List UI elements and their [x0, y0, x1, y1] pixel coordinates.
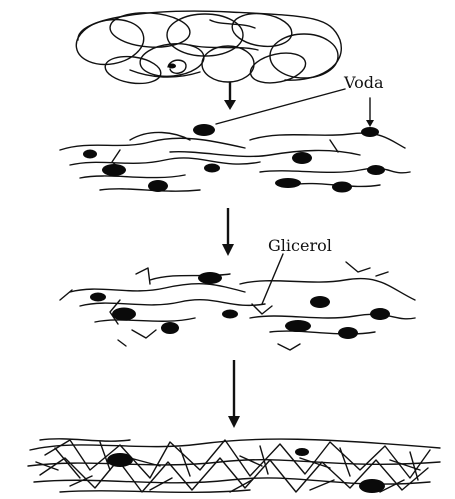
water-molecule	[359, 479, 385, 493]
water-molecule	[112, 308, 136, 321]
water-molecule	[148, 180, 168, 192]
water-molecule	[204, 164, 220, 173]
glycerol-molecule	[278, 344, 300, 350]
glycerol-molecule	[118, 340, 126, 346]
water-molecule	[285, 320, 311, 332]
water-molecule	[161, 322, 179, 334]
granule	[270, 34, 338, 78]
glycerol-label: Glicerol	[268, 236, 332, 255]
glycerol-leader-line	[262, 254, 283, 304]
water-molecule	[332, 182, 352, 193]
water-molecule	[193, 124, 215, 136]
arrow-2	[222, 208, 234, 256]
glycerol-molecule	[346, 262, 370, 272]
water-molecule	[222, 310, 238, 319]
stage-1-granules	[73, 10, 342, 88]
water-molecule	[310, 296, 330, 308]
arrow-1	[224, 82, 236, 110]
water-molecule	[107, 453, 133, 467]
water-leader-lines	[216, 89, 374, 127]
water-molecule	[83, 150, 97, 159]
glycerol-molecule	[376, 272, 388, 276]
outer-coil	[78, 11, 341, 80]
water-label: Voda	[344, 73, 384, 92]
water-molecule	[90, 293, 106, 302]
stage-4-network	[28, 439, 440, 493]
water-molecule	[367, 165, 385, 175]
arrow-3	[228, 360, 240, 428]
water-molecule	[198, 272, 222, 284]
granule	[103, 53, 162, 87]
stage-2-chains	[60, 124, 410, 193]
glycerol-molecule	[136, 268, 150, 284]
water-molecule	[292, 152, 312, 164]
granule	[167, 14, 243, 56]
stage-3-chains	[60, 262, 415, 350]
water-molecule	[370, 308, 390, 320]
water-molecule	[102, 164, 126, 176]
water-molecule	[275, 178, 301, 188]
glycerol-molecule	[132, 330, 156, 338]
water-molecule	[295, 448, 309, 456]
granule	[248, 48, 309, 87]
water-molecule	[338, 327, 358, 339]
granule-dot	[168, 64, 176, 69]
granule	[73, 14, 148, 69]
water-molecule	[361, 127, 379, 137]
